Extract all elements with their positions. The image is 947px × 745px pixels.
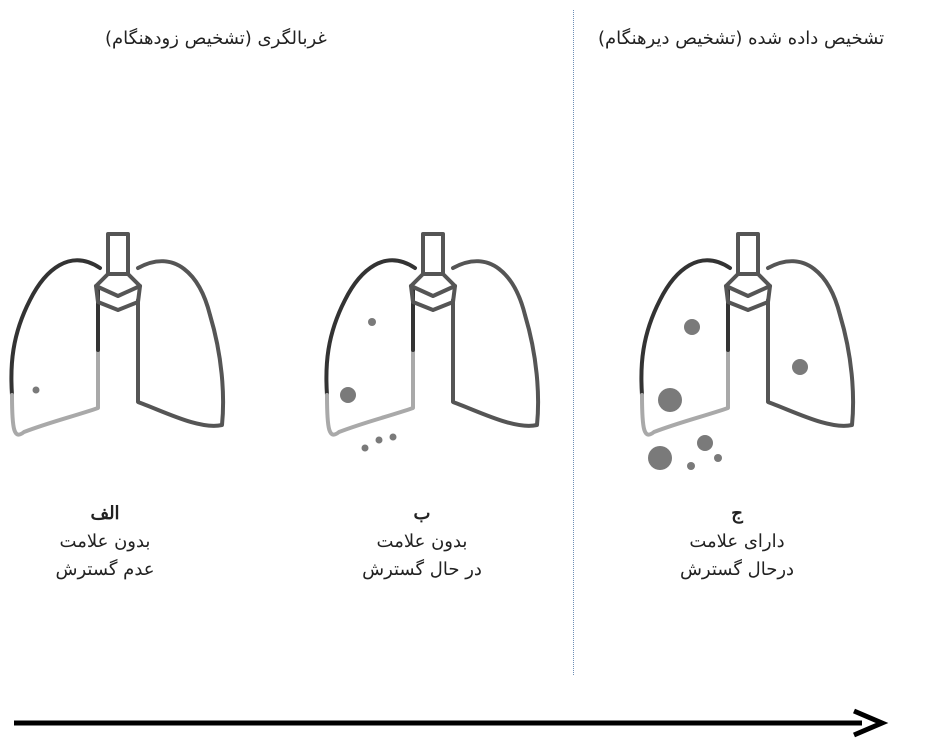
stage-alef-spread: عدم گسترش (5, 556, 205, 584)
stage-jim-symptom: دارای علامت (637, 528, 837, 556)
stage-jim-spread: درحال گسترش (637, 556, 837, 584)
stage-jim-caption: ج دارای علامت درحال گسترش (637, 500, 837, 584)
diagnosed-heading: تشخیص داده شده (تشخیص دیرهنگام) (598, 28, 884, 49)
stage-alef-letter: الف (5, 500, 205, 528)
lung-stage-jim-icon (630, 230, 870, 480)
stage-alef-symptom: بدون علامت (5, 528, 205, 556)
stage-be-spread: در حال گسترش (322, 556, 522, 584)
screening-heading: غربالگری (تشخیص زودهنگام) (105, 28, 327, 49)
progression-arrow-icon (12, 705, 892, 745)
stage-alef-caption: الف بدون علامت عدم گسترش (5, 500, 205, 584)
stage-be-caption: ب بدون علامت در حال گسترش (322, 500, 522, 584)
stage-divider (573, 10, 574, 675)
stage-jim-letter: ج (637, 500, 837, 528)
stage-be-letter: ب (322, 500, 522, 528)
lung-stage-be-icon (315, 230, 555, 480)
lung-stage-alef-icon (0, 230, 240, 480)
stage-be-symptom: بدون علامت (322, 528, 522, 556)
